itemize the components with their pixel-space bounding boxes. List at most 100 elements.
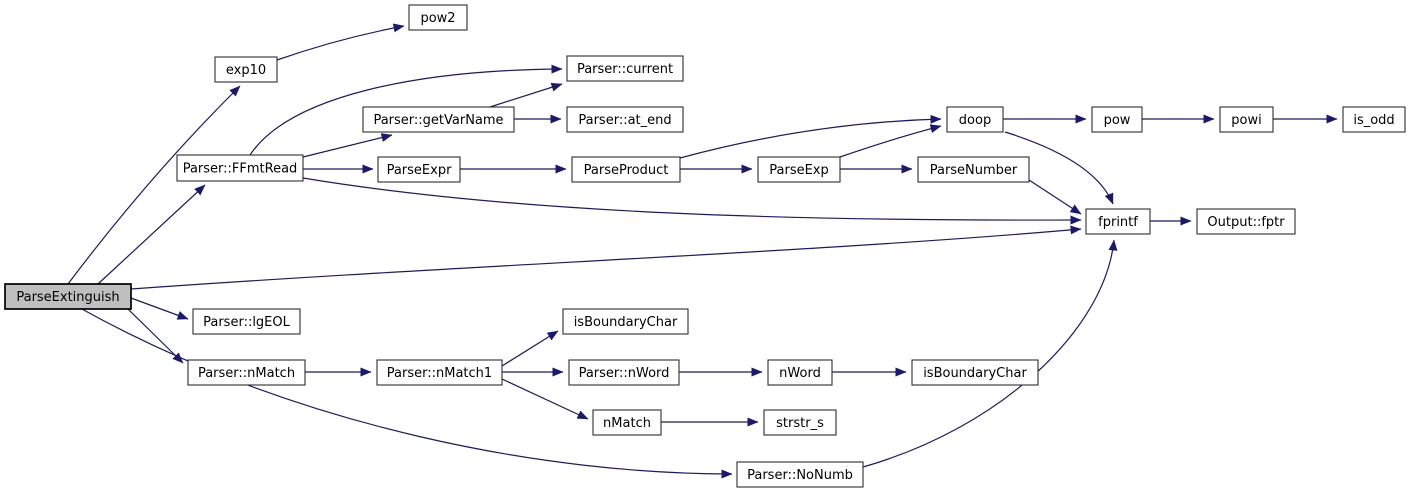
edges-layer [67, 23, 1338, 479]
graph-node-label-nonumb: Parser::NoNumb [747, 468, 853, 483]
graph-node-label-parseextinguish: ParseExtinguish [16, 290, 119, 305]
graph-node-pow[interactable]: pow [1091, 106, 1143, 133]
nodes-layer: ParseExtinguish exp10 pow2Parser::FFmtRead… [4, 4, 1406, 488]
graph-node-nmatchf[interactable]: nMatch [592, 409, 662, 436]
graph-node-label-powi: powi [1231, 113, 1261, 128]
graph-node-box-isodd[interactable] [1342, 106, 1406, 133]
graph-node-box-isboundarychar2[interactable] [911, 359, 1039, 386]
graph-node-getvarname[interactable]: Parser::getVarName [362, 106, 515, 133]
graph-edge-parseextinguish-nmatchp [126, 307, 184, 364]
graph-node-label-current: Parser::current [577, 62, 673, 77]
graph-node-atend[interactable]: Parser::at_end [566, 106, 684, 133]
graph-node-lgeol[interactable]: Parser::lgEOL [192, 308, 301, 335]
graph-node-nmatchp[interactable]: Parser::nMatch [187, 359, 306, 386]
graph-edge-parseexp-doop [839, 124, 942, 158]
graph-node-box-powi[interactable] [1219, 106, 1274, 133]
graph-edge-nmatch1-nmatchf [501, 378, 589, 420]
graph-node-box-nword[interactable] [767, 359, 833, 386]
graph-node-nword[interactable]: nWord [767, 359, 833, 386]
graph-node-box-pow2[interactable] [408, 4, 468, 31]
graph-node-label-exp10: exp10 [226, 63, 266, 78]
graph-node-box-pow[interactable] [1091, 106, 1143, 133]
graph-node-label-pow2: pow2 [420, 11, 455, 26]
graph-node-isboundarychar1[interactable]: isBoundaryChar [562, 308, 689, 335]
graph-node-nwordp[interactable]: Parser::nWord [568, 359, 680, 386]
graph-node-label-isodd: is_odd [1353, 113, 1394, 128]
graph-node-label-atend: Parser::at_end [578, 113, 671, 128]
graph-node-box-nwordp[interactable] [568, 359, 680, 386]
graph-node-box-atend[interactable] [566, 106, 684, 133]
graph-edge-doop-fprintf [1004, 131, 1114, 205]
graph-node-exp10[interactable]: exp10 [214, 56, 278, 83]
graph-node-label-getvarname: Parser::getVarName [373, 113, 503, 128]
graph-node-box-strstrs[interactable] [763, 409, 837, 436]
graph-node-label-parseexp: ParseExp [769, 163, 829, 178]
graph-edge-parseproduct-doop [679, 114, 942, 159]
graph-node-box-nonumb[interactable] [736, 461, 864, 488]
graph-node-nmatch1[interactable]: Parser::nMatch1 [376, 359, 503, 386]
graph-node-label-outputfptr: Output::fptr [1207, 215, 1285, 230]
graph-edge-parseextinguish-fprintf [130, 225, 1082, 290]
graph-node-box-doop[interactable] [946, 106, 1004, 133]
graph-node-label-doop: doop [959, 113, 991, 128]
graph-node-ffmtread[interactable]: Parser::FFmtRead [176, 154, 304, 182]
graph-node-label-isboundarychar1: isBoundaryChar [574, 315, 678, 330]
graph-edge-parseextinguish-lgeol [130, 297, 189, 320]
graph-edge-parseextinguish-nonumb [79, 307, 733, 479]
graph-edge-ffmtread-fprintf [302, 177, 1082, 225]
graph-node-box-getvarname[interactable] [362, 106, 515, 133]
graph-node-outputfptr[interactable]: Output::fptr [1196, 208, 1296, 235]
graph-node-box-parseproduct[interactable] [571, 156, 681, 183]
graph-node-label-parseproduct: ParseProduct [584, 163, 669, 178]
graph-node-box-outputfptr[interactable] [1196, 208, 1296, 235]
graph-node-parsenumber[interactable]: ParseNumber [917, 156, 1030, 183]
graph-node-box-parseexp[interactable] [757, 156, 841, 183]
graph-node-box-ffmtread[interactable] [176, 154, 304, 182]
graph-edge-ffmtread-current [249, 64, 563, 156]
graph-node-parseexp[interactable]: ParseExp [757, 156, 841, 183]
graph-node-label-parseexpr: ParseExpr [387, 163, 452, 178]
graph-node-box-fprintf[interactable] [1085, 208, 1151, 235]
graph-node-label-strstrs: strstr_s [776, 416, 824, 431]
graph-node-fprintf[interactable]: fprintf [1085, 208, 1151, 235]
graph-node-box-current[interactable] [566, 55, 684, 82]
graph-node-box-exp10[interactable] [214, 56, 278, 83]
graph-edge-parseextinguish-ffmtread [97, 184, 206, 285]
graph-node-label-fprintf: fprintf [1098, 215, 1138, 230]
graph-node-parseexpr[interactable]: ParseExpr [377, 156, 461, 183]
graph-node-label-isboundarychar2: isBoundaryChar [923, 366, 1027, 381]
graph-node-current[interactable]: Parser::current [566, 55, 684, 82]
graph-edge-getvarname-current [489, 82, 563, 108]
graph-node-box-parseexpr[interactable] [377, 156, 461, 183]
graph-edge-nonumb-fprintf [862, 239, 1118, 468]
graph-node-label-nwordp: Parser::nWord [579, 366, 670, 381]
graph-node-label-ffmtread: Parser::FFmtRead [183, 162, 298, 177]
graph-node-label-nmatch1: Parser::nMatch1 [387, 366, 492, 381]
graph-edge-nmatch1-isboundarychar1 [501, 330, 559, 367]
graph-node-label-lgeol: Parser::lgEOL [203, 315, 291, 330]
graph-node-box-nmatchp[interactable] [187, 359, 306, 386]
graph-node-box-parseextinguish[interactable] [4, 283, 132, 310]
graph-edge-parsenumber-fprintf [1028, 179, 1082, 215]
graph-node-doop[interactable]: doop [946, 106, 1004, 133]
graph-node-box-lgeol[interactable] [192, 308, 301, 335]
graph-node-box-nmatchf[interactable] [592, 409, 662, 436]
graph-node-isboundarychar2[interactable]: isBoundaryChar [911, 359, 1039, 386]
graph-node-parseextinguish[interactable]: ParseExtinguish [4, 283, 132, 310]
graph-node-label-nmatchf: nMatch [603, 416, 651, 431]
graph-node-strstrs[interactable]: strstr_s [763, 409, 837, 436]
graph-node-label-pow: pow [1104, 113, 1131, 128]
graph-node-pow2[interactable]: pow2 [408, 4, 468, 31]
graph-node-box-nmatch1[interactable] [376, 359, 503, 386]
graph-node-label-parsenumber: ParseNumber [930, 163, 1018, 178]
graph-node-label-nmatchp: Parser::nMatch [198, 366, 295, 381]
graph-node-box-isboundarychar1[interactable] [562, 308, 689, 335]
graph-node-box-parsenumber[interactable] [917, 156, 1030, 183]
graph-node-nonumb[interactable]: Parser::NoNumb [736, 461, 864, 488]
graph-node-label-nword: nWord [779, 366, 821, 381]
graph-node-parseproduct[interactable]: ParseProduct [571, 156, 681, 183]
graph-node-powi[interactable]: powi [1219, 106, 1274, 133]
graph-node-isodd[interactable]: is_odd [1342, 106, 1406, 133]
